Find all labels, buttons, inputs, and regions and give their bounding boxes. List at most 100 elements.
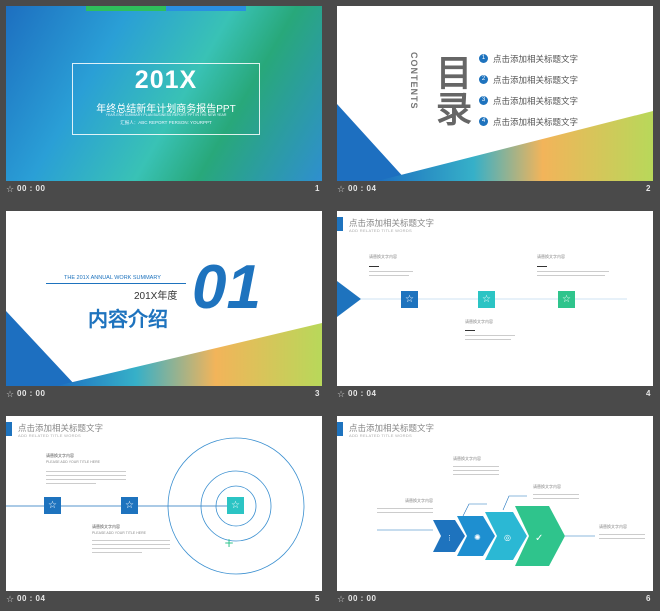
svg-text:◎: ◎: [504, 533, 511, 542]
item-label: 点击添加相关标题文字: [493, 54, 579, 64]
text-block-subtitle: PLEASE ADD YOUR TITLE HERE: [92, 531, 146, 535]
watercolor-band: [6, 311, 322, 386]
thumbnail-caption: ☆ 00 : 00 1: [6, 183, 322, 197]
placeholder-text: [92, 540, 170, 541]
title-frame: [72, 63, 260, 135]
slide-2: 目录 CONTENTS 1 点击添加相关标题文字 2 点击添加相关标题文字 3 点击添…: [337, 6, 653, 181]
item-label: 点击添加相关标题文字: [493, 96, 579, 106]
item-label: 点击添加相关标题文字: [493, 75, 579, 85]
header-accent: [6, 422, 12, 436]
slide-heading-sub: ADD RELATED TITLE WORDS: [349, 433, 412, 438]
contents-english-title: CONTENTS: [409, 52, 419, 110]
placeholder-text: [46, 471, 126, 472]
placeholder-text: [453, 470, 499, 471]
slide-number: 2: [646, 184, 651, 193]
divider-line: [465, 330, 475, 331]
placeholder-text: [377, 512, 433, 513]
transition-star-icon: ☆: [6, 594, 15, 604]
text-block-title: 请替换文字内容: [46, 453, 74, 458]
timeline-label: 请替换文字内容: [369, 254, 397, 259]
slide-time: 00 : 04: [17, 594, 46, 603]
section-title: 内容介绍: [88, 309, 168, 331]
header-accent: [337, 217, 343, 231]
section-english: THE 201X ANNUAL WORK SUMMARY: [64, 275, 161, 281]
slide-thumbnail-1[interactable]: 201X 年终总结新年计划商务报告PPT YEAR-END SUMMARY PL…: [6, 6, 322, 202]
step-label: 请替换文字内容: [533, 484, 561, 489]
placeholder-text: [377, 508, 433, 509]
divider-line: [46, 283, 186, 284]
placeholder-text: [92, 544, 170, 545]
slide-thumbnail-4[interactable]: 点击添加相关标题文字 ADD RELATED TITLE WORDS ☆ ☆ ☆…: [337, 211, 653, 407]
item-number-badge: 3: [479, 96, 488, 105]
slide-thumbnail-3[interactable]: THE 201X ANNUAL WORK SUMMARY 201X年度 内容介绍…: [6, 211, 322, 407]
slide-4: 点击添加相关标题文字 ADD RELATED TITLE WORDS ☆ ☆ ☆…: [337, 211, 653, 386]
svg-text:⋮: ⋮: [446, 534, 453, 542]
slide-number: 3: [315, 389, 320, 398]
slide-heading-sub: ADD RELATED TITLE WORDS: [349, 228, 412, 233]
star-marker-icon: ☆: [121, 497, 138, 514]
transition-star-icon: ☆: [337, 594, 346, 604]
thumbnail-caption: ☆ 00 : 04 5: [6, 593, 322, 607]
placeholder-text: [453, 474, 499, 475]
slide-number: 4: [646, 389, 651, 398]
slide-time: 00 : 04: [348, 389, 377, 398]
placeholder-text: [46, 483, 96, 484]
slide-6: 点击添加相关标题文字 ADD RELATED TITLE WORDS ⋮ ✺ ◎…: [337, 416, 653, 591]
placeholder-text: [92, 548, 170, 549]
section-number: 01: [192, 253, 261, 322]
step-label: 请替换文字内容: [599, 524, 627, 529]
transition-star-icon: ☆: [337, 184, 346, 194]
timeline-graphic: [337, 281, 627, 317]
header-accent: [337, 422, 343, 436]
svg-text:✓: ✓: [535, 533, 543, 544]
slide-subtitle: 年终总结新年计划商务报告PPT: [96, 104, 236, 115]
watercolor-band: [337, 104, 653, 181]
placeholder-text: [46, 479, 126, 480]
svg-text:+: +: [224, 536, 234, 550]
transition-star-icon: ☆: [6, 389, 15, 399]
arrow-steps-graphic: ⋮ ✺ ◎ ✓: [377, 495, 595, 566]
slide-thumbnail-6[interactable]: 点击添加相关标题文字 ADD RELATED TITLE WORDS ⋮ ✺ ◎…: [337, 416, 653, 611]
star-marker-icon: ☆: [478, 291, 495, 308]
contents-big-title: 目录: [431, 54, 472, 126]
placeholder-text: [92, 552, 142, 553]
slide-heading-sub: ADD RELATED TITLE WORDS: [18, 433, 81, 438]
thumbnail-caption: ☆ 00 : 00 3: [6, 388, 322, 402]
item-number-badge: 1: [479, 54, 488, 63]
slide-number: 6: [646, 594, 651, 603]
star-marker-icon: ☆: [401, 291, 418, 308]
transition-star-icon: ☆: [337, 389, 346, 399]
slide-time: 00 : 00: [17, 389, 46, 398]
reporter-text: 汇报人：ABC REPORT PERSON: YOURPPT: [120, 120, 212, 125]
placeholder-text: [533, 494, 579, 495]
slide-number: 5: [315, 594, 320, 603]
slide-thumbnail-2[interactable]: 目录 CONTENTS 1 点击添加相关标题文字 2 点击添加相关标题文字 3 点击添…: [337, 6, 653, 202]
slide-time: 00 : 00: [348, 594, 377, 603]
slide-heading: 点击添加相关标题文字: [349, 423, 435, 433]
slide-1: 201X 年终总结新年计划商务报告PPT YEAR-END SUMMARY PL…: [6, 6, 322, 181]
star-marker-icon: ☆: [558, 291, 575, 308]
placeholder-text: [537, 275, 605, 276]
divider-line: [537, 266, 547, 267]
item-number-badge: 2: [479, 75, 488, 84]
thumbnail-caption: ☆ 00 : 04 4: [337, 388, 653, 402]
timeline-label: 请替换文字内容: [537, 254, 565, 259]
slide-heading: 点击添加相关标题文字: [18, 423, 104, 433]
star-marker-icon: ☆: [227, 497, 244, 514]
transition-star-icon: ☆: [6, 184, 15, 194]
item-label: 点击添加相关标题文字: [493, 117, 579, 127]
placeholder-text: [369, 271, 413, 272]
slide-english: YEAR-END SUMMARY PLAN BUSINESS REPORT PP…: [105, 113, 227, 117]
slide-time: 00 : 04: [348, 184, 377, 193]
placeholder-text: [537, 271, 609, 272]
thumbnail-caption: ☆ 00 : 00 6: [337, 593, 653, 607]
slide-thumbnail-5[interactable]: 点击添加相关标题文字 ADD RELATED TITLE WORDS + ☆ ☆…: [6, 416, 322, 611]
step-label: 请替换文字内容: [453, 456, 481, 461]
slide-number: 1: [315, 184, 320, 193]
placeholder-text: [465, 339, 511, 340]
thumbnail-caption: ☆ 00 : 04 2: [337, 183, 653, 197]
top-accent-bar: [86, 6, 166, 11]
placeholder-text: [369, 275, 409, 276]
placeholder-text: [465, 335, 515, 336]
top-accent-bar: [166, 6, 246, 11]
